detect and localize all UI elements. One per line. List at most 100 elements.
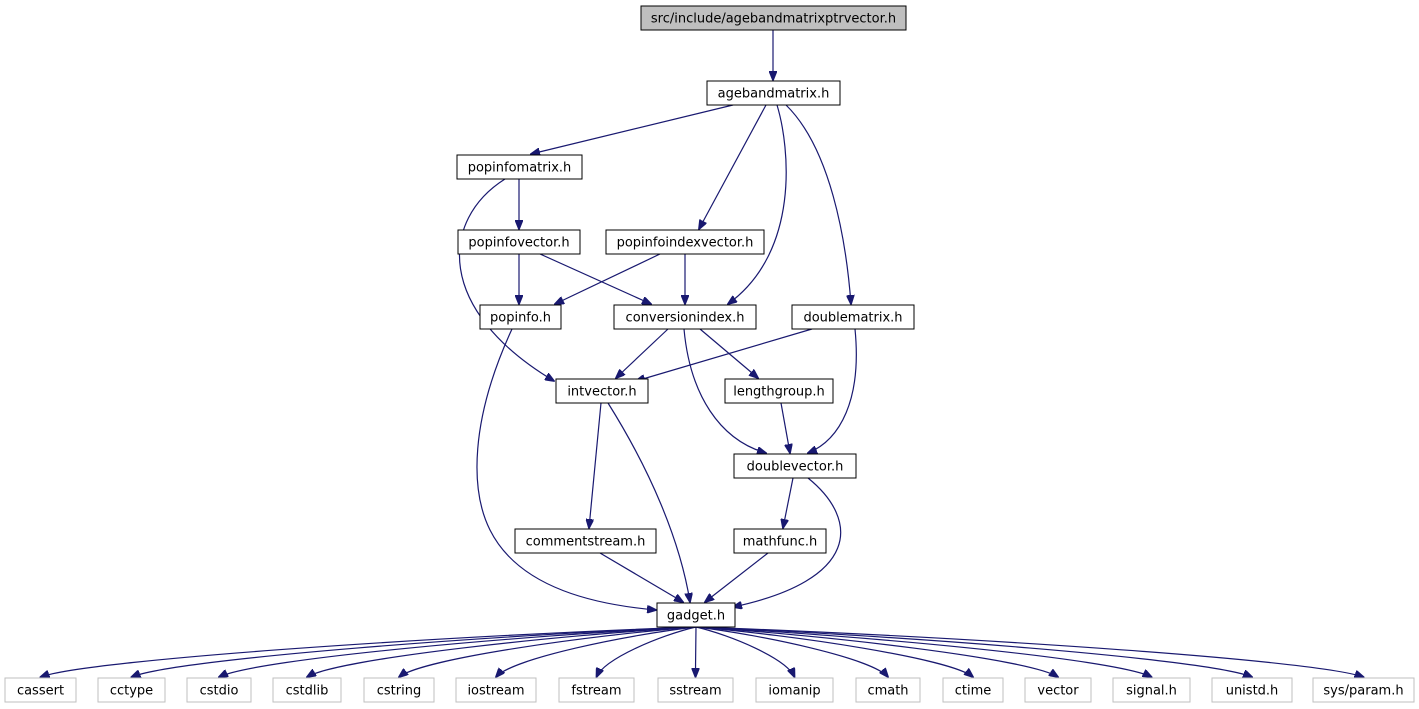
node-label-sstream: sstream xyxy=(669,684,721,699)
node-box-sysparam xyxy=(1312,677,1415,703)
node-label-unistd: unistd.h xyxy=(1226,684,1279,699)
edge-gadget-to-cctype xyxy=(132,626,697,677)
node-box-popinfoindexvector xyxy=(605,229,765,255)
node-intvector[interactable]: intvector.h xyxy=(555,378,649,404)
node-unistd: unistd.h xyxy=(1211,677,1293,703)
node-cstring: cstring xyxy=(363,677,435,703)
node-signal: signal.h xyxy=(1112,677,1191,703)
node-commentstream[interactable]: commentstream.h xyxy=(514,528,657,554)
edge-doublevector-to-gadget xyxy=(733,477,842,607)
edge-gadget-to-iomanip xyxy=(695,626,795,677)
node-root[interactable]: src/include/agebandmatrixptrvector.h xyxy=(640,5,907,31)
node-label-vector: vector xyxy=(1037,684,1079,699)
edge-gadget-to-signal xyxy=(695,626,1152,677)
node-cctype: cctype xyxy=(97,677,166,703)
edge-gadget-to-iostream xyxy=(496,626,697,677)
node-popinfoindexvector[interactable]: popinfoindexvector.h xyxy=(605,229,765,255)
edge-agebandmatrix-to-popinfoindexvector xyxy=(699,104,767,229)
node-box-iostream xyxy=(455,677,537,703)
edge-doublematrix-to-doublevector xyxy=(808,328,857,453)
edge-agebandmatrix-to-popinfomatrix xyxy=(531,104,734,154)
edge-intvector-to-gadget xyxy=(607,402,690,602)
node-label-cmath: cmath xyxy=(867,684,908,699)
node-box-unistd xyxy=(1211,677,1293,703)
node-label-popinfo: popinfo.h xyxy=(490,311,551,326)
node-popinfo[interactable]: popinfo.h xyxy=(479,304,562,330)
node-cassert: cassert xyxy=(4,677,77,703)
node-box-ctime xyxy=(942,677,1004,703)
node-label-sysparam: sys/param.h xyxy=(1323,684,1403,699)
node-lengthgroup[interactable]: lengthgroup.h xyxy=(724,378,834,404)
node-box-signal xyxy=(1112,677,1191,703)
edges-layer xyxy=(41,30,1364,677)
edge-gadget-to-vector xyxy=(695,626,1058,677)
edge-popinfoindexvector-to-popinfo xyxy=(555,253,661,304)
edge-popinfovector-to-conversionindex xyxy=(539,253,651,304)
node-box-cstring xyxy=(363,677,435,703)
node-box-cstdio xyxy=(186,677,252,703)
node-label-iomanip: iomanip xyxy=(768,684,820,699)
edge-gadget-to-cmath xyxy=(695,626,888,677)
node-box-cctype xyxy=(97,677,166,703)
node-label-intvector: intvector.h xyxy=(567,385,636,400)
node-label-conversionindex: conversionindex.h xyxy=(626,311,745,326)
nodes-layer: src/include/agebandmatrixptrvector.h ageb… xyxy=(4,5,1415,703)
node-box-popinfo xyxy=(479,304,562,330)
node-sstream: sstream xyxy=(657,677,734,703)
node-gadget[interactable]: gadget.h xyxy=(656,602,736,628)
node-label-commentstream: commentstream.h xyxy=(526,535,646,550)
node-popinfovector[interactable]: popinfovector.h xyxy=(457,229,581,255)
node-label-cassert: cassert xyxy=(17,684,64,699)
node-conversionindex[interactable]: conversionindex.h xyxy=(613,304,757,330)
node-box-cassert xyxy=(4,677,77,703)
node-box-gadget xyxy=(656,602,736,628)
node-vector: vector xyxy=(1024,677,1092,703)
node-label-cstdlib: cstdlib xyxy=(286,684,329,699)
node-mathfunc[interactable]: mathfunc.h xyxy=(733,528,827,554)
edge-gadget-to-ctime xyxy=(695,626,973,677)
edge-doublevector-to-mathfunc xyxy=(783,477,794,528)
node-cstdlib: cstdlib xyxy=(272,677,342,703)
edge-conversionindex-to-doublevector xyxy=(683,328,766,453)
node-box-sstream xyxy=(657,677,734,703)
edge-gadget-to-cstdlib xyxy=(307,626,697,677)
node-ctime: ctime xyxy=(942,677,1004,703)
node-label-root: src/include/agebandmatrixptrvector.h xyxy=(651,12,896,27)
node-box-lengthgroup xyxy=(724,378,834,404)
node-label-popinfovector: popinfovector.h xyxy=(468,236,569,251)
node-box-popinfomatrix xyxy=(456,154,583,180)
node-iostream: iostream xyxy=(455,677,537,703)
node-doublematrix[interactable]: doublematrix.h xyxy=(791,304,915,330)
edge-popinfo-to-gadget xyxy=(476,328,656,610)
node-label-agebandmatrix: agebandmatrix.h xyxy=(718,87,830,102)
node-label-cstring: cstring xyxy=(377,684,421,699)
edge-gadget-to-sysparam xyxy=(695,626,1364,677)
node-label-doublematrix: doublematrix.h xyxy=(803,311,902,326)
node-label-gadget: gadget.h xyxy=(667,609,725,624)
node-label-mathfunc: mathfunc.h xyxy=(743,535,818,550)
node-label-fstream: fstream xyxy=(571,684,621,699)
node-box-doublevector xyxy=(733,453,857,479)
edge-gadget-to-cstring xyxy=(399,626,697,677)
node-box-intvector xyxy=(555,378,649,404)
edge-agebandmatrix-to-conversionindex xyxy=(728,104,787,304)
node-agebandmatrix[interactable]: agebandmatrix.h xyxy=(706,80,841,106)
edge-agebandmatrix-to-doublematrix xyxy=(785,104,851,304)
edge-lengthgroup-to-doublevector xyxy=(780,402,790,453)
edge-conversionindex-to-intvector xyxy=(616,328,669,378)
node-doublevector[interactable]: doublevector.h xyxy=(733,453,857,479)
node-label-popinfoindexvector: popinfoindexvector.h xyxy=(617,236,754,251)
node-box-popinfovector xyxy=(457,229,581,255)
node-label-iostream: iostream xyxy=(467,684,524,699)
node-box-iomanip xyxy=(755,677,834,703)
node-popinfomatrix[interactable]: popinfomatrix.h xyxy=(456,154,583,180)
edge-popinfomatrix-to-intvector xyxy=(458,178,554,381)
node-label-ctime: ctime xyxy=(955,684,992,699)
node-label-cctype: cctype xyxy=(110,684,153,699)
node-box-cstdlib xyxy=(272,677,342,703)
node-box-mathfunc xyxy=(733,528,827,554)
edge-gadget-to-cstdio xyxy=(219,626,697,677)
edge-commentstream-to-gadget xyxy=(599,552,683,602)
node-label-popinfomatrix: popinfomatrix.h xyxy=(468,161,572,176)
